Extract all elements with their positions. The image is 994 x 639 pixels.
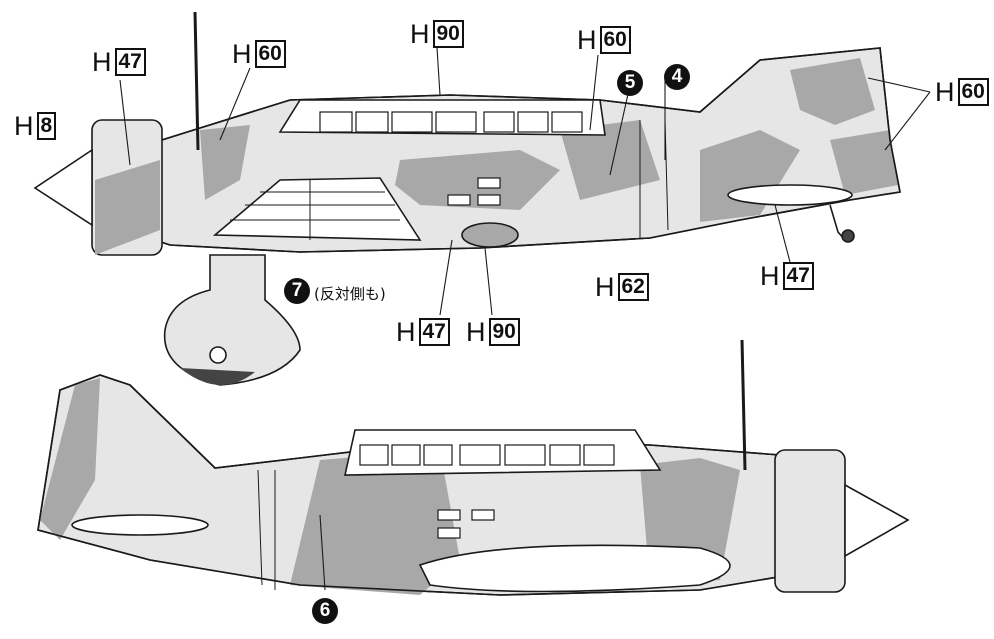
callout-prefix: H bbox=[410, 18, 430, 49]
callout-h47-bot: H 47 bbox=[396, 318, 450, 346]
marker-6: 6 bbox=[312, 598, 338, 624]
callout-h90-top: H 90 bbox=[410, 20, 464, 48]
bottom-hatches bbox=[437, 509, 495, 539]
callout-code: 62 bbox=[617, 273, 649, 301]
callout-code: 60 bbox=[957, 78, 989, 106]
bottom-canopy-frames bbox=[359, 444, 615, 466]
bottom-engine-cowl bbox=[774, 449, 846, 593]
callout-prefix: H bbox=[232, 38, 252, 69]
callout-h62: H 62 bbox=[595, 273, 649, 301]
top-wheel-spat bbox=[163, 254, 301, 386]
leader-lines bbox=[119, 47, 931, 591]
callout-prefix: H bbox=[760, 260, 780, 291]
top-tailplane bbox=[727, 184, 853, 206]
top-camo-3 bbox=[560, 120, 660, 200]
callout-h90-bot: H 90 bbox=[466, 318, 520, 346]
top-canopy-frames bbox=[319, 111, 583, 133]
top-hatches bbox=[447, 177, 501, 206]
top-camo-6 bbox=[830, 130, 898, 195]
callout-code: 90 bbox=[432, 20, 464, 48]
bottom-panel-lines bbox=[257, 469, 276, 590]
top-antenna bbox=[193, 11, 200, 151]
callout-prefix: H bbox=[577, 24, 597, 55]
callout-h60-mid: H 60 bbox=[577, 26, 631, 54]
callout-code: 47 bbox=[114, 48, 146, 76]
top-wing bbox=[212, 177, 422, 241]
callout-h60-tail: H 60 bbox=[935, 78, 989, 106]
bottom-spinner bbox=[844, 483, 910, 558]
callout-code: 8 bbox=[36, 112, 57, 140]
callout-h47-cowl: H 47 bbox=[92, 48, 146, 76]
callout-h60-fwd: H 60 bbox=[232, 40, 286, 68]
top-wing-ribs bbox=[230, 180, 400, 240]
callout-h8: H 8 bbox=[14, 110, 57, 141]
callout-code: 60 bbox=[254, 40, 286, 68]
top-camo-5 bbox=[790, 58, 875, 125]
top-belly-pod bbox=[461, 222, 519, 248]
callout-prefix: H bbox=[466, 316, 486, 347]
callout-prefix: H bbox=[92, 46, 112, 77]
callout-prefix: H bbox=[396, 316, 416, 347]
bottom-wing bbox=[418, 544, 731, 593]
top-wheel-tyre bbox=[180, 368, 255, 386]
callout-code: 90 bbox=[488, 318, 520, 346]
callout-h47-tail: H 47 bbox=[760, 262, 814, 290]
top-canopy bbox=[278, 99, 606, 136]
top-camo-4 bbox=[700, 130, 800, 222]
marker-7: 7 bbox=[284, 278, 310, 304]
bottom-antenna bbox=[740, 339, 747, 471]
callout-code: 60 bbox=[599, 26, 631, 54]
top-spinner bbox=[33, 148, 93, 227]
bottom-aircraft-profile bbox=[37, 339, 910, 596]
callout-prefix: H bbox=[14, 110, 34, 141]
bottom-camo-2 bbox=[290, 450, 460, 595]
top-camo-1 bbox=[200, 125, 250, 200]
marker-5: 5 bbox=[617, 70, 643, 96]
callout-code: 47 bbox=[418, 318, 450, 346]
marker-4: 4 bbox=[664, 64, 690, 90]
bottom-tailplane bbox=[71, 514, 209, 536]
callout-prefix: H bbox=[595, 271, 615, 302]
marker-7-note: (反対側も) bbox=[314, 285, 386, 303]
top-cowl-camo bbox=[95, 160, 160, 255]
callout-prefix: H bbox=[935, 76, 955, 107]
top-wheel-hub bbox=[209, 346, 227, 364]
top-fuselage-outline bbox=[129, 47, 901, 253]
top-tailwheel-tyre bbox=[841, 229, 855, 243]
top-aircraft-profile bbox=[33, 11, 901, 386]
callout-code: 47 bbox=[782, 262, 814, 290]
bottom-camo-1 bbox=[40, 378, 100, 540]
